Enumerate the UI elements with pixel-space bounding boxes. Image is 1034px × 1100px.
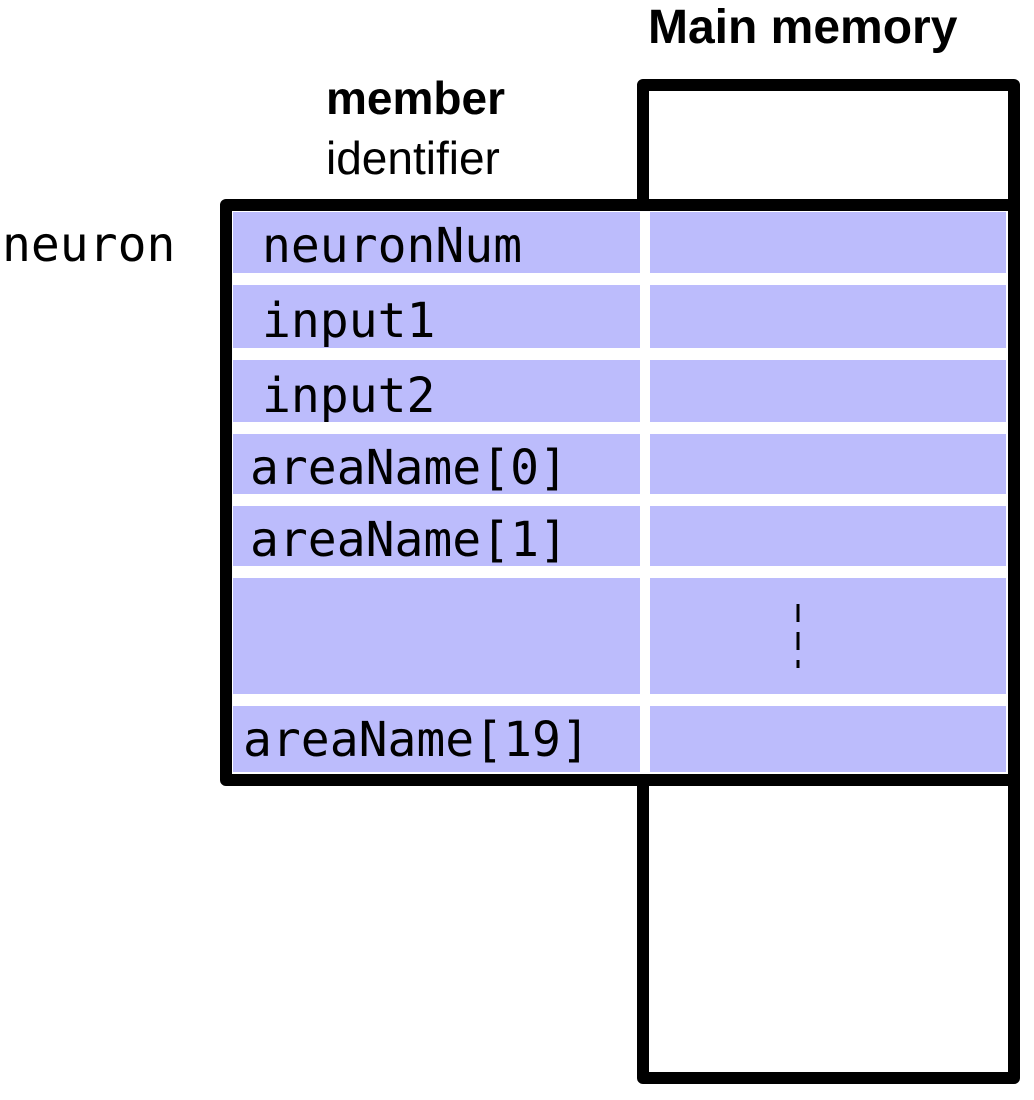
member-row [233, 285, 1006, 348]
main-memory-title: Main memory [648, 1, 958, 54]
member-name: areaName[0] [250, 440, 568, 496]
member-name: areaName[19] [243, 712, 590, 768]
struct-name-label: neuron [2, 217, 176, 273]
member-row [233, 506, 1006, 566]
memory-cell [650, 706, 1006, 772]
member-cell [233, 578, 640, 694]
memory-cell [650, 506, 1006, 566]
memory-cell [650, 212, 1006, 273]
memory-cell [650, 578, 1006, 694]
member-cell [233, 212, 640, 273]
member-cell [233, 285, 640, 348]
memory-cell [650, 434, 1006, 494]
memory-cell [650, 285, 1006, 348]
member-column-header: member [326, 72, 505, 124]
member-cell [233, 360, 640, 422]
member-row [233, 578, 1006, 694]
member-name: areaName[1] [250, 512, 568, 568]
member-name: input1 [262, 293, 435, 349]
struct-block-outline [220, 199, 1020, 786]
member-row [233, 434, 1006, 494]
member-row [233, 360, 1006, 422]
member-cell [233, 434, 640, 494]
identifier-column-header: identifier [326, 132, 500, 184]
member-name: input2 [262, 368, 435, 424]
member-row [233, 212, 1006, 273]
member-cell [233, 706, 640, 772]
memory-cell [650, 360, 1006, 422]
member-row [233, 706, 1006, 772]
member-cell [233, 506, 640, 566]
member-name: neuronNum [262, 218, 522, 274]
